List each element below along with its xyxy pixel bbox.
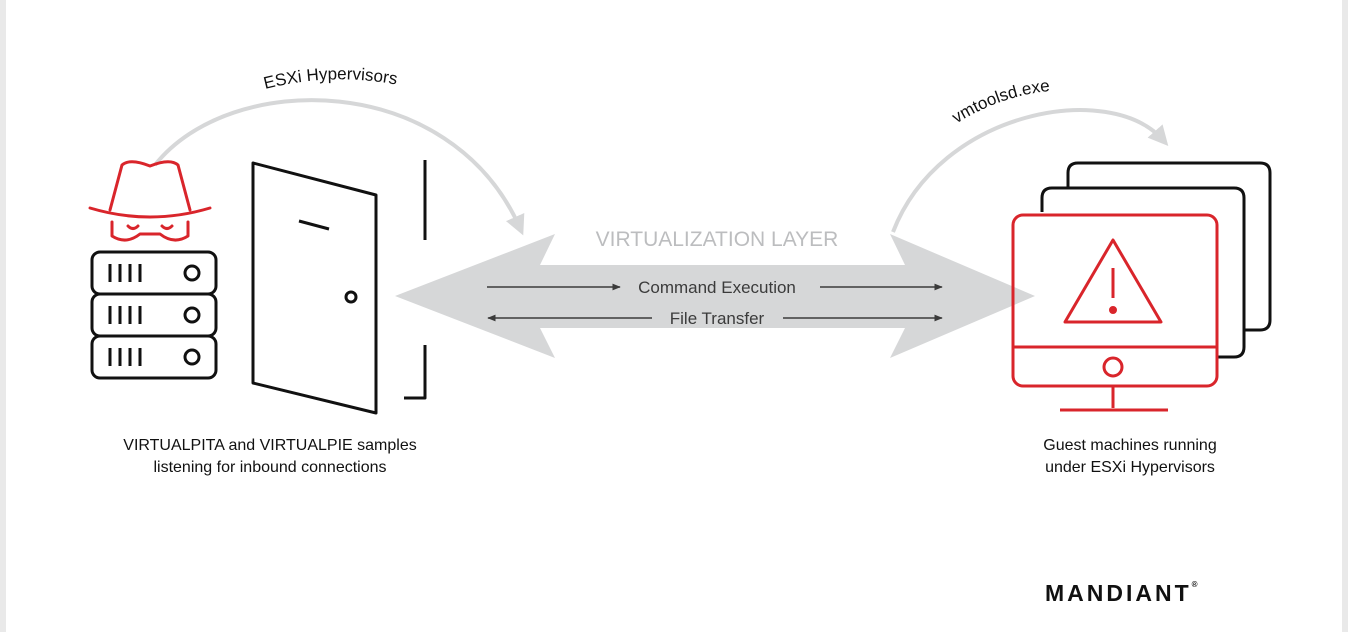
left-caption-line-1: VIRTUALPITA and VIRTUALPIE samples <box>123 437 417 454</box>
left-edge <box>0 0 6 632</box>
mandiant-logo: MANDIANT® <box>1045 580 1198 607</box>
virtualization-layer-band <box>395 234 1035 358</box>
trademark-symbol: ® <box>1191 580 1198 589</box>
vmtoolsd-curve-label: vmtoolsd.exe <box>949 76 1051 127</box>
left-caption: VIRTUALPITA and VIRTUALPIE samples liste… <box>60 435 480 479</box>
curve-arrow-right <box>891 108 1169 233</box>
virtualization-layer-label: VIRTUALIZATION LAYER <box>596 228 839 251</box>
esxi-hypervisors-curve-label: ESXi Hypervisors <box>262 64 399 93</box>
right-caption-line-2: under ESXi Hypervisors <box>1045 459 1215 476</box>
right-caption: Guest machines running under ESXi Hyperv… <box>1010 435 1250 479</box>
curve-arrow-left <box>153 98 525 236</box>
right-edge <box>1342 0 1348 632</box>
left-caption-line-2: listening for inbound connections <box>153 459 387 476</box>
mandiant-logo-text: MANDIANT <box>1045 580 1192 606</box>
file-transfer-label: File Transfer <box>670 309 765 328</box>
door-icon <box>251 160 427 415</box>
command-execution-label: Command Execution <box>638 278 796 297</box>
server-icon <box>90 250 218 380</box>
warning-icon <box>1063 238 1163 324</box>
monitor-stack-back <box>1040 161 1272 359</box>
spy-icon <box>88 160 212 242</box>
monitor-icon <box>1011 213 1219 412</box>
right-caption-line-1: Guest machines running <box>1043 437 1217 454</box>
